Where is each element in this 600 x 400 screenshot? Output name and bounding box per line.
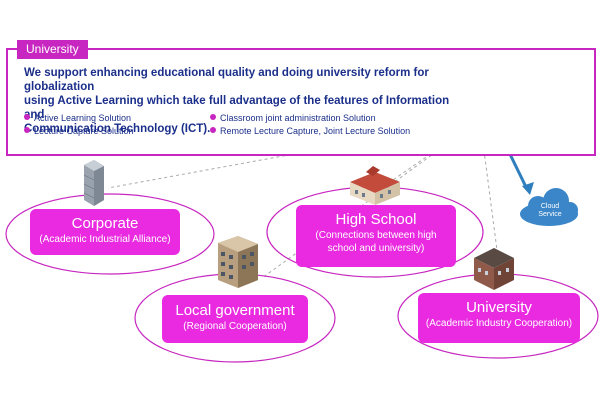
high-school-subtitle-2: school and university): [327, 243, 425, 254]
apartment-building-icon: [218, 236, 258, 288]
university-title: University: [466, 299, 532, 316]
cloud-label-line-2: Service: [538, 211, 562, 218]
local-government-node: Local government (Regional Cooperation): [162, 295, 308, 343]
solution-item: Active Learning Solution: [24, 113, 131, 124]
local-government-subtitle: (Regional Cooperation): [183, 321, 287, 332]
corporate-node: Corporate (Academic Industrial Alliance): [30, 209, 180, 255]
intro-line-1: We support enhancing educational quality…: [24, 67, 429, 93]
cloud-label: Cloud Service: [532, 203, 568, 219]
university-building-icon: [474, 248, 514, 290]
office-tower-icon: [83, 160, 104, 206]
high-school-subtitle-1: (Connections between high: [315, 230, 437, 241]
corporate-subtitle: (Academic Industrial Alliance): [39, 234, 171, 245]
university-subtitle: (Academic Industry Cooperation): [425, 318, 573, 329]
university-tag: University: [17, 40, 88, 59]
connector-university: [479, 119, 498, 251]
cloud-label-line-1: Cloud: [540, 203, 560, 210]
high-school-node: High School (Connections between high sc…: [296, 205, 456, 267]
local-government-title: Local government: [175, 302, 295, 319]
university-node: University (Academic Industry Cooperatio…: [418, 293, 580, 343]
solution-item: Lecture Capture Solution: [24, 126, 134, 137]
corporate-title: Corporate: [71, 215, 139, 232]
solution-item: Remote Lecture Capture, Joint Lecture So…: [210, 126, 410, 137]
high-school-title: High School: [335, 211, 417, 228]
university-description-box: [6, 48, 596, 156]
cloud-icon: [520, 188, 578, 226]
school-building-icon: [350, 166, 400, 205]
corporate-ellipse: [5, 193, 215, 275]
solution-item: Classroom joint administration Solution: [210, 113, 376, 124]
